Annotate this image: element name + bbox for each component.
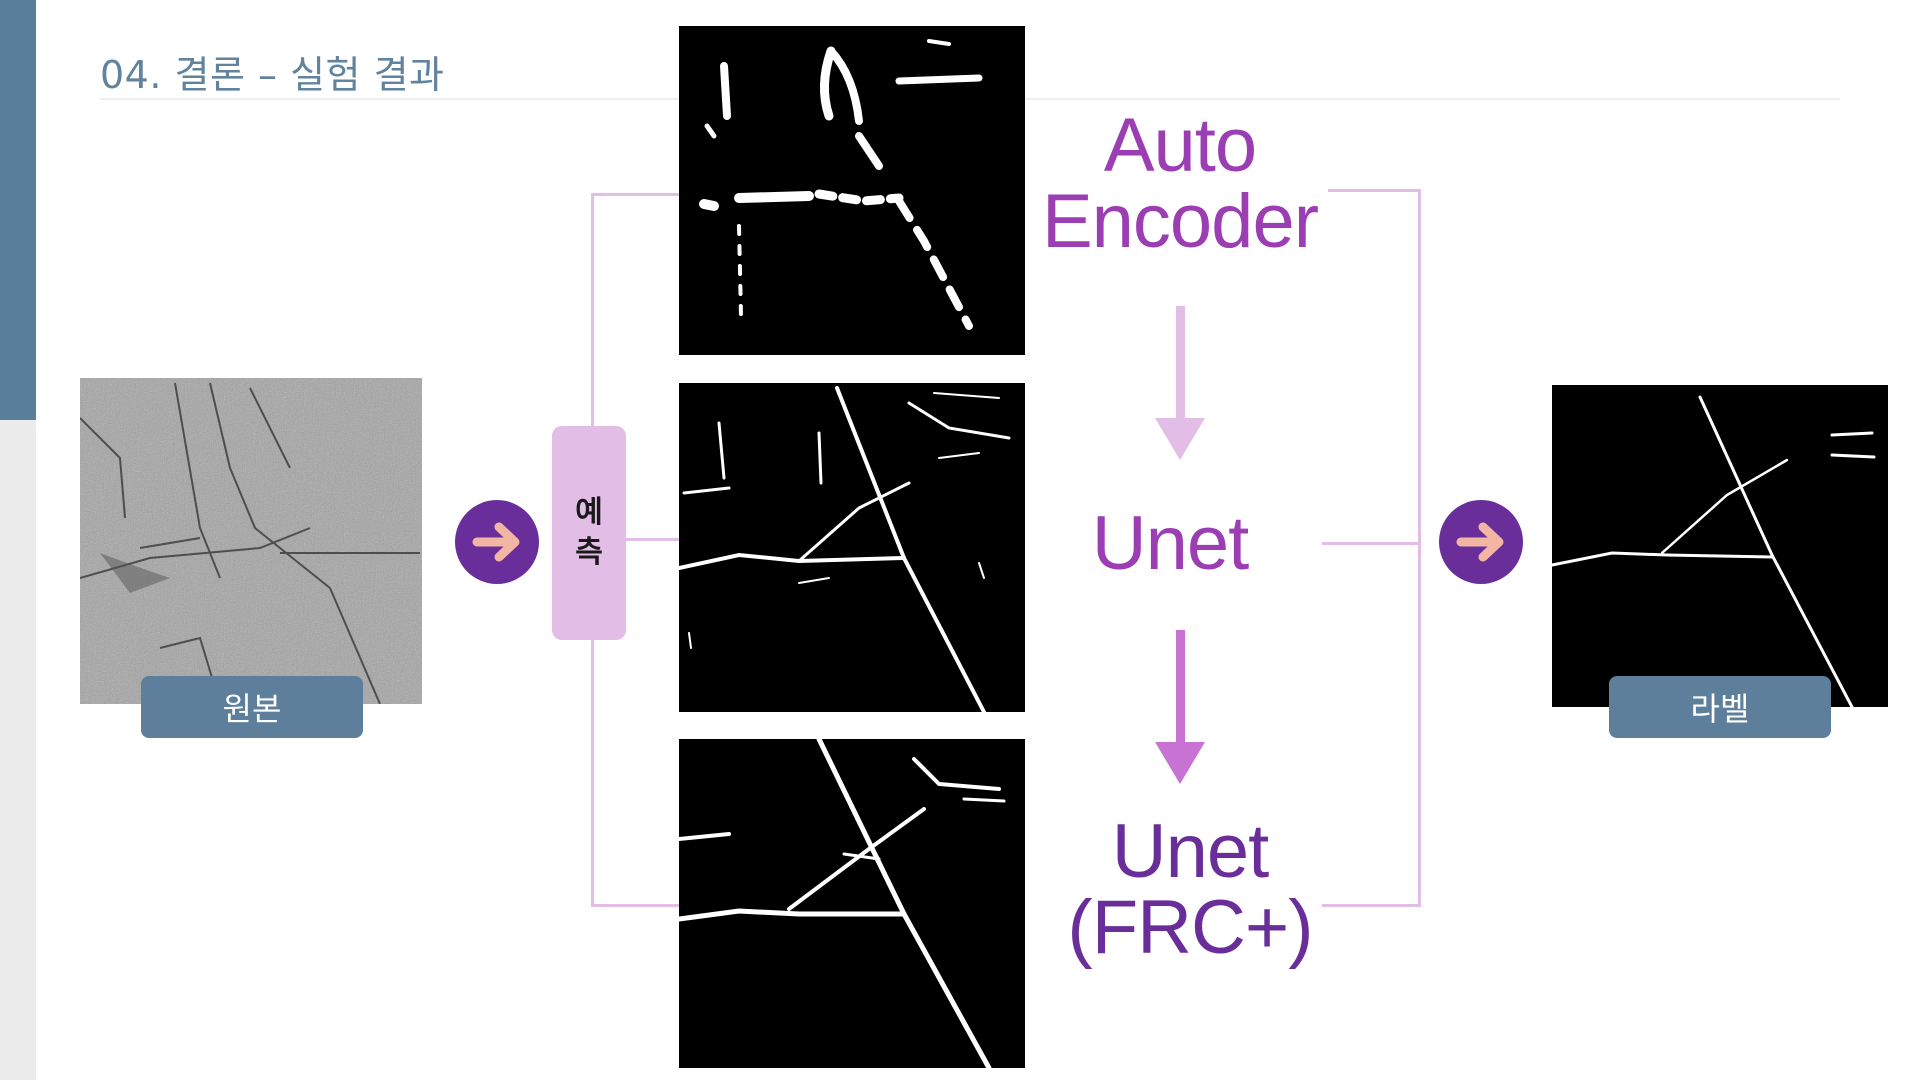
arrow-right-icon: [1439, 500, 1523, 584]
unet-frc-result-image: [679, 739, 1025, 1068]
model-label-autoencoder: Auto Encoder: [1040, 108, 1320, 260]
connector-line: [591, 640, 594, 906]
left-accent-bar: [0, 0, 36, 420]
prediction-char-1: 예: [575, 495, 603, 530]
original-label-tag: 원본: [141, 676, 363, 738]
label-ground-truth-image: [1552, 385, 1888, 707]
flow-down-arrow-light: [1155, 306, 1205, 460]
arrow-right-icon: [455, 500, 539, 584]
connector-line: [626, 538, 679, 541]
model-label-line: Auto: [1103, 103, 1257, 188]
connector-line: [591, 904, 679, 907]
prediction-box: 예 측: [552, 426, 626, 640]
model-label-line: Unet: [1111, 809, 1270, 894]
prediction-char-2: 측: [575, 535, 603, 570]
model-label-line: Unet: [1091, 501, 1250, 586]
connector-line: [1328, 189, 1421, 192]
flow-down-arrow-medium: [1155, 630, 1205, 784]
autoencoder-result-image: [679, 26, 1025, 355]
connector-line: [1322, 542, 1421, 545]
unet-result-image: [679, 383, 1025, 712]
slide-title: 04. 결론 – 실험 결과: [100, 53, 445, 97]
model-label-unet: Unet: [1040, 506, 1300, 582]
connector-line: [591, 193, 594, 426]
model-label-line: (FRC+): [1067, 885, 1313, 970]
connector-line: [1418, 189, 1421, 906]
original-image: [80, 378, 422, 704]
connector-line: [591, 193, 679, 196]
label-tag: 라벨: [1609, 676, 1831, 738]
model-label-line: Encoder: [1041, 179, 1319, 264]
connector-line: [1322, 904, 1421, 907]
model-label-unet-frc: Unet (FRC+): [1060, 814, 1320, 966]
